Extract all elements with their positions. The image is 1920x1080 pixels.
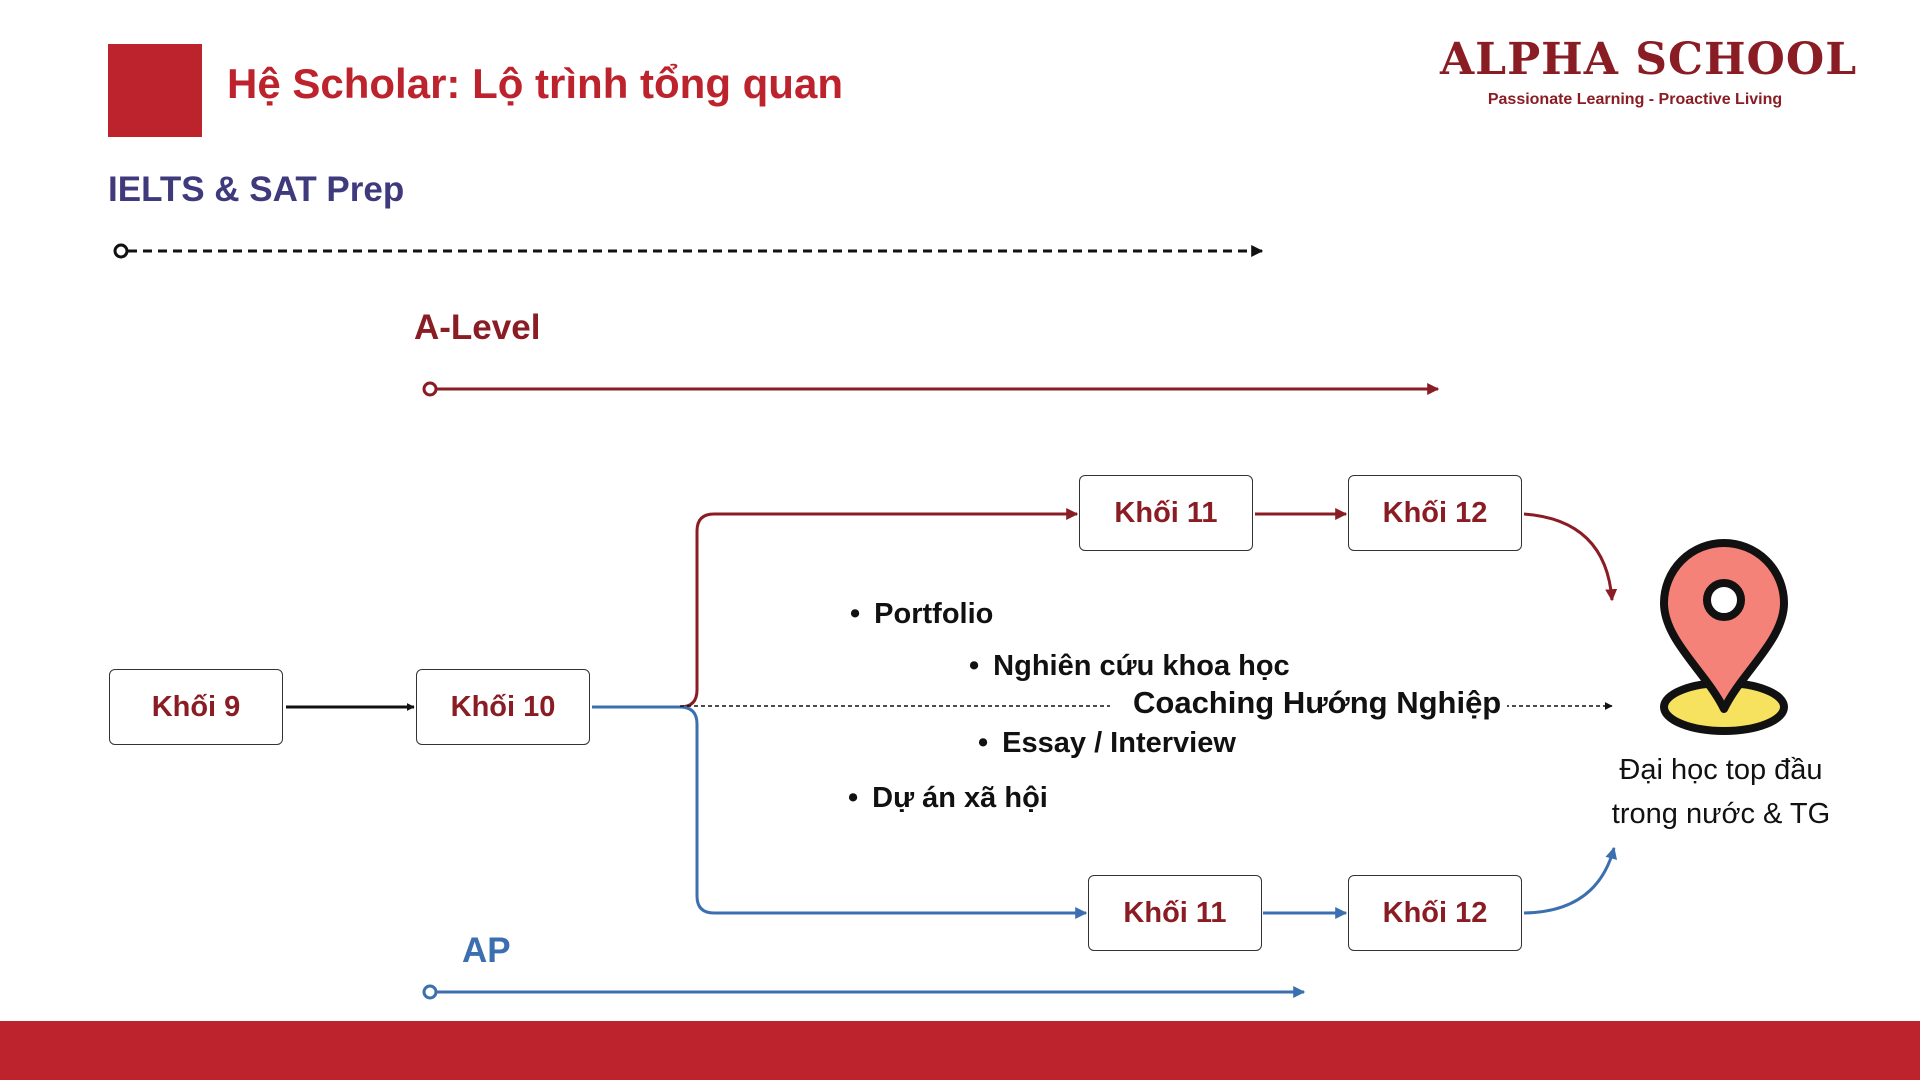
title-accent-square <box>108 44 202 137</box>
branch-ap <box>592 705 1088 919</box>
box-alevel-khoi-12: Khối 12 <box>1348 475 1522 551</box>
track-line-alevel <box>422 381 1440 397</box>
box-ap-khoi-12: Khối 12 <box>1348 875 1522 951</box>
track-line-ap <box>422 984 1306 1000</box>
box-ap-khoi-11: Khối 11 <box>1088 875 1262 951</box>
track-label-ap: AP <box>462 931 511 970</box>
curve-alevel-dest <box>1523 512 1618 602</box>
branch-alevel <box>592 508 1079 709</box>
box-khoi-9: Khối 9 <box>109 669 283 745</box>
activity-research: Nghiên cứu khoa học <box>969 650 1290 683</box>
track-label-alevel: A-Level <box>414 308 541 347</box>
school-logo: ALPHA SCHOOL Passionate Learning - Proac… <box>1440 34 1858 109</box>
destination-line-2: trong nước & TG <box>1611 798 1831 830</box>
footer-bar <box>0 1021 1920 1080</box>
track-label-ielts: IELTS & SAT Prep <box>108 170 405 209</box>
activity-portfolio: Portfolio <box>850 598 993 631</box>
logo-tagline: Passionate Learning - Proactive Living <box>1487 91 1783 108</box>
activity-coaching: Coaching Hướng Nghiệp <box>1127 685 1508 721</box>
page-title: Hệ Scholar: Lộ trình tổng quan <box>227 60 843 107</box>
box-alevel-khoi-11: Khối 11 <box>1079 475 1253 551</box>
map-pin-icon <box>1660 539 1788 735</box>
curve-ap-dest <box>1523 846 1618 915</box>
destination-label: Đại học top đầu trong nước & TG <box>1576 748 1866 836</box>
destination-line-1: Đại học top đầu <box>1619 754 1823 786</box>
activity-social-project: Dự án xã hội <box>848 782 1048 815</box>
track-line-ielts <box>113 243 1264 259</box>
activity-essay: Essay / Interview <box>978 727 1236 760</box>
box-khoi-10: Khối 10 <box>416 669 590 745</box>
logo-name: ALPHA SCHOOL <box>1440 34 1858 85</box>
